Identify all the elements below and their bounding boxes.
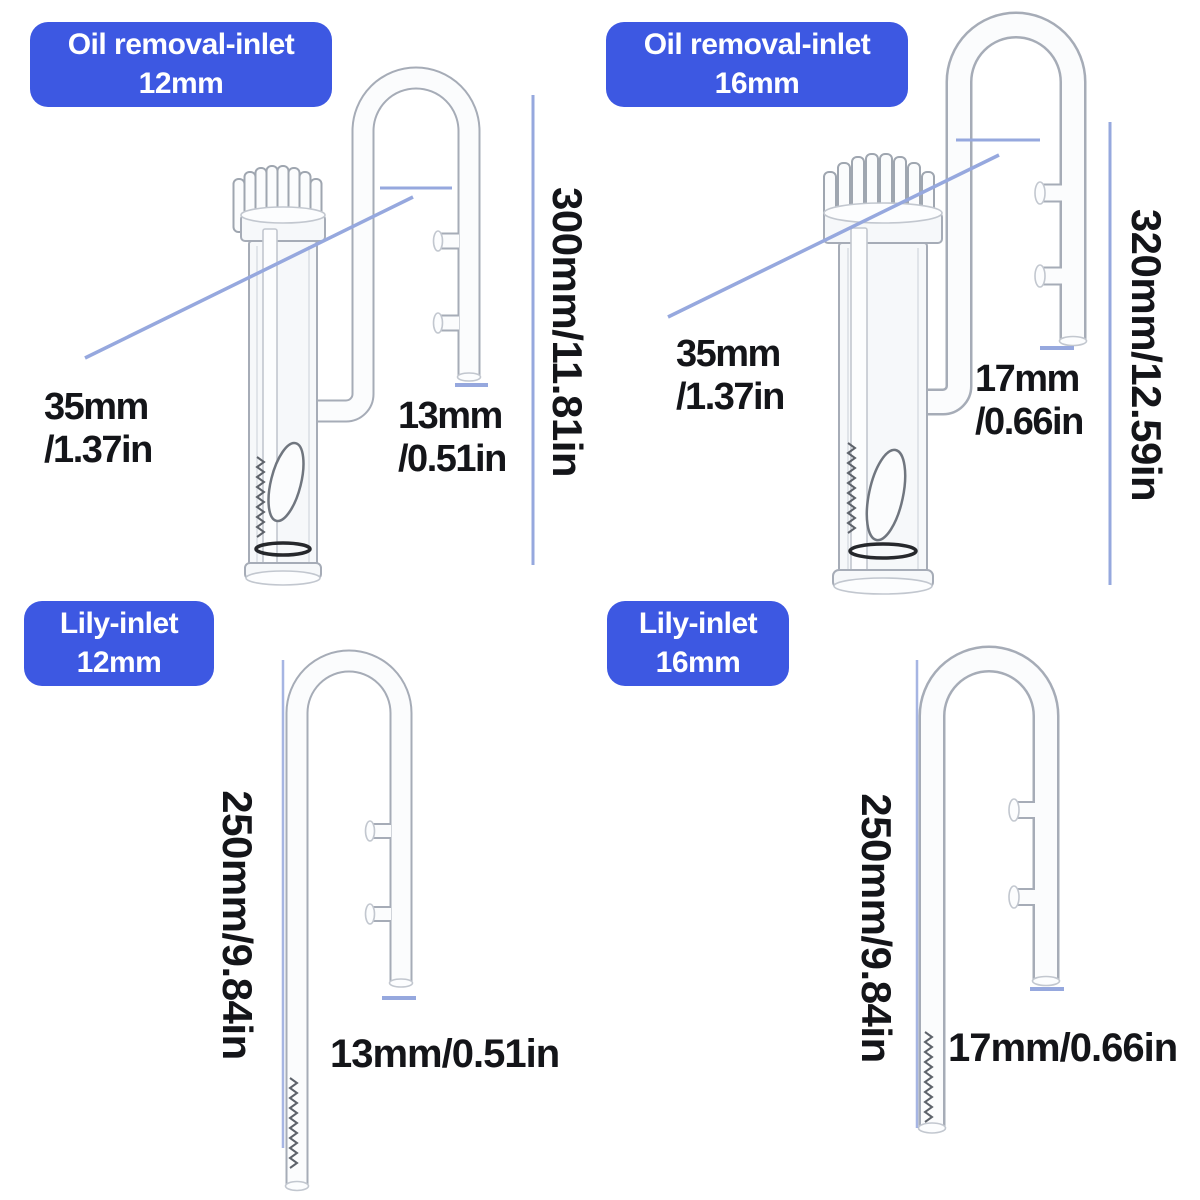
pipe-tip (284, 1180, 310, 1192)
u-pipe (917, 645, 1061, 1134)
oval-slot (267, 441, 305, 523)
crown-collar (240, 206, 326, 242)
hose-nub (432, 230, 459, 252)
dimension-diameter-label: 35mm /1.37in (44, 386, 153, 473)
pipe-open-end (456, 372, 482, 382)
bottom-ring (848, 542, 918, 560)
hose-nub (432, 312, 459, 334)
illustration-oil-removal-inlet-12mm (84, 66, 535, 586)
skimmer-body (823, 153, 943, 595)
hose-nub (1034, 181, 1062, 205)
hose-nub (1034, 264, 1062, 288)
badge-line1: Lily-inlet (59, 607, 179, 641)
dimension-line2: /0.66in (975, 401, 1084, 444)
u-pipe (284, 649, 414, 1192)
dimension-height-label: 250mm/9.84in (853, 793, 900, 1063)
intake-slits (255, 456, 266, 538)
dimension-outlet-label: 17mm /0.66in (975, 358, 1084, 445)
dimension-height-label: 300mm/11.81in (544, 186, 591, 478)
dimension-outlet-label: 13mm /0.51in (398, 395, 507, 482)
dimension-outlet-label: 13mm/0.51in (330, 1032, 560, 1076)
dimension-line1: 35mm (676, 333, 781, 375)
illustration-lily-inlet-12mm (281, 649, 416, 1192)
badge-line2: 16mm (655, 645, 741, 679)
illustration-oil-removal-inlet-16mm (667, 11, 1112, 595)
dimension-height-label: 250mm/9.84in (214, 790, 261, 1060)
crown-collar (823, 202, 943, 244)
pipe-open-end (388, 978, 414, 988)
dimension-line2: /0.51in (398, 438, 507, 481)
dimension-line1: 17mm (975, 358, 1080, 400)
bottom-ring (254, 541, 312, 557)
u-pipe (926, 11, 1088, 416)
u-pipe (312, 66, 482, 423)
leader-line-diameter (667, 153, 1000, 319)
hose-nub (364, 903, 391, 925)
dimension-line1: 35mm (44, 386, 149, 428)
base (832, 569, 934, 595)
badge-line1: Oil removal-inlet (67, 28, 295, 62)
pipe-open-end (1058, 335, 1088, 347)
leader-line-diameter (84, 195, 414, 360)
badge-oil-removal-inlet-12mm: Oil removal-inlet 12mm (30, 22, 332, 107)
dimension-outlet-label: 17mm/0.66in (948, 1026, 1178, 1070)
badge-line2: 12mm (138, 66, 224, 100)
base (244, 562, 322, 586)
intake-slits (846, 442, 857, 534)
hose-nub (1008, 885, 1035, 909)
pipe-tip (917, 1122, 947, 1134)
hose-nub (364, 820, 391, 842)
badge-line1: Oil removal-inlet (643, 28, 871, 62)
badge-lily-inlet-12mm: Lily-inlet 12mm (24, 601, 214, 686)
inner-tube (850, 227, 868, 579)
pipe-open-end (1031, 975, 1061, 987)
badge-oil-removal-inlet-16mm: Oil removal-inlet 16mm (606, 22, 908, 107)
dimension-line2: /1.37in (676, 376, 785, 419)
badge-line2: 12mm (76, 645, 162, 679)
badge-line2: 16mm (714, 66, 800, 100)
intake-slits (288, 1077, 299, 1169)
oval-slot (865, 448, 907, 542)
dimension-line2: /1.37in (44, 429, 153, 472)
dimension-height-label: 320mm/12.59in (1123, 208, 1170, 502)
dimension-diameter-label: 35mm /1.37in (676, 333, 785, 420)
badge-lily-inlet-16mm: Lily-inlet 16mm (607, 601, 789, 686)
hose-nub (1008, 798, 1035, 822)
skimmer-body (232, 165, 326, 586)
dimension-line1: 13mm (398, 395, 503, 437)
intake-slits (923, 1031, 934, 1123)
illustration-lily-inlet-16mm (915, 645, 1064, 1134)
badge-line1: Lily-inlet (638, 607, 758, 641)
